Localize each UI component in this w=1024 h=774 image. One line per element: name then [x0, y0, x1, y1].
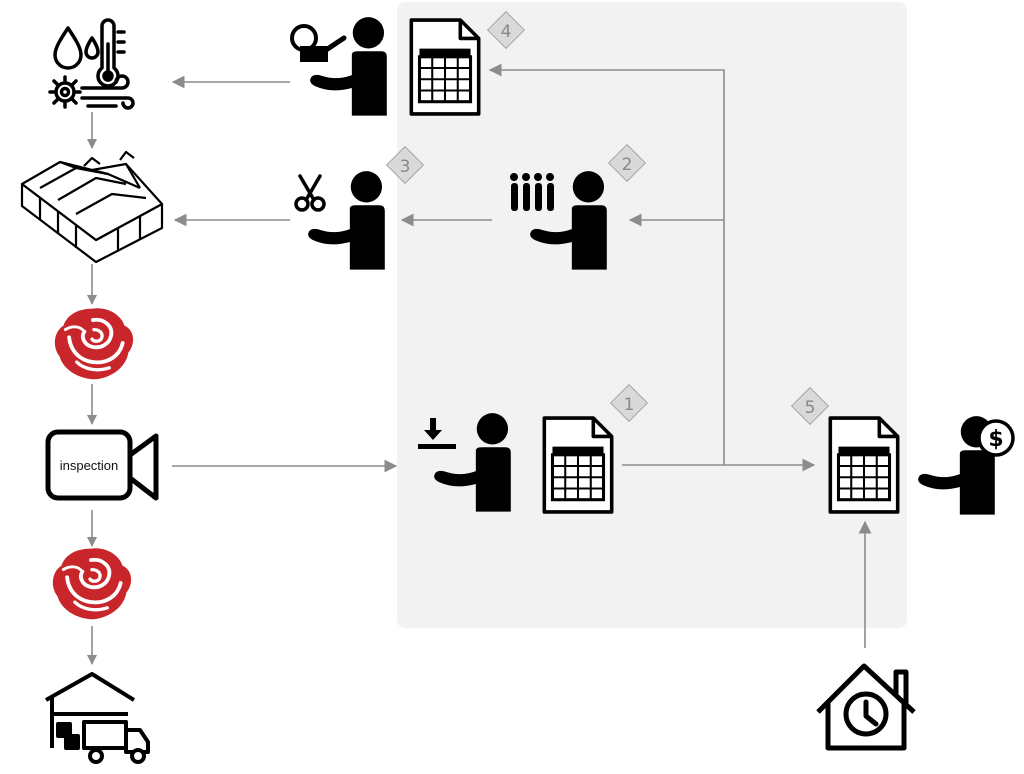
download-icon: [418, 418, 456, 449]
spreadsheet-icon-4: [409, 18, 481, 116]
workers-group-icon: [510, 173, 554, 211]
cutter-person: [308, 171, 385, 270]
rose-icon-top: [52, 306, 136, 382]
climate-control-icon: [48, 18, 135, 110]
process-panel: [397, 2, 907, 628]
watering-icon: [290, 24, 347, 62]
warehouse-truck-icon: [45, 672, 150, 764]
house-clock-icon: [816, 663, 916, 751]
gardener-person: [310, 17, 387, 116]
step-badge-4: 4: [486, 10, 526, 50]
step-badge-1: 1: [609, 383, 649, 423]
step-badge-3: 3: [385, 145, 425, 185]
spreadsheet-icon-5: [828, 416, 900, 514]
svg-text:3: 3: [400, 157, 411, 177]
rose-icon-bottom: [50, 546, 134, 622]
video-camera-icon: inspection: [45, 429, 159, 501]
greenhouse-icon: [20, 150, 164, 264]
step-badge-5: 5: [790, 386, 830, 426]
scissors-icon: [294, 174, 326, 212]
camera-label: inspection: [60, 458, 119, 473]
svg-text:2: 2: [622, 155, 633, 175]
spreadsheet-icon-1: [542, 416, 614, 514]
svg-text:5: 5: [805, 398, 816, 418]
step-badge-2: 2: [607, 143, 647, 183]
flow-arrows: [87, 63, 872, 665]
svg-text:4: 4: [501, 22, 512, 42]
svg-text:1: 1: [624, 395, 635, 415]
svg-text:$: $: [988, 427, 1003, 452]
dollar-icon: $: [977, 419, 1015, 457]
